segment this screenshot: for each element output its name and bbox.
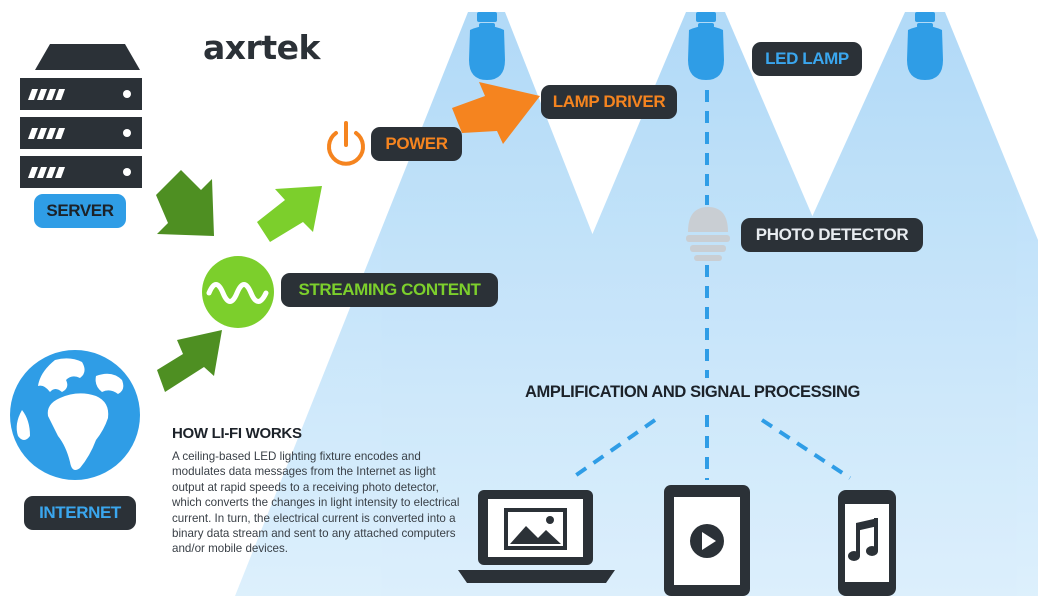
server-label: SERVER xyxy=(34,194,126,228)
bulb-icon xyxy=(907,12,943,80)
how-it-works-body: A ceiling-based LED lighting fixture enc… xyxy=(172,450,460,556)
brand-logo: axrtek xyxy=(203,28,320,67)
phone-icon xyxy=(838,490,896,596)
bulb-icon xyxy=(688,12,724,80)
internet-label: INTERNET xyxy=(24,496,136,530)
light-beam-right xyxy=(640,12,1038,596)
how-it-works-title: HOW LI-FI WORKS xyxy=(172,425,302,442)
wave-icon xyxy=(202,256,274,328)
photo-detector-icon xyxy=(686,207,730,261)
photo-detector-label: PHOTO DETECTOR xyxy=(741,218,923,252)
power-icon xyxy=(327,121,365,166)
bulb-icon xyxy=(469,12,505,80)
globe-icon xyxy=(10,350,140,480)
server-icon xyxy=(20,44,142,188)
led-lamp-label: LED LAMP xyxy=(752,42,862,76)
power-label: POWER xyxy=(371,127,462,161)
streaming-content-label: STREAMING CONTENT xyxy=(281,273,498,307)
lamp-driver-label: LAMP DRIVER xyxy=(541,85,677,119)
arrow-icon xyxy=(156,82,540,392)
tablet-icon xyxy=(664,485,750,596)
amplification-label: AMPLIFICATION AND SIGNAL PROCESSING xyxy=(525,383,860,401)
signal-lines xyxy=(570,90,852,480)
laptop-icon xyxy=(458,490,615,583)
